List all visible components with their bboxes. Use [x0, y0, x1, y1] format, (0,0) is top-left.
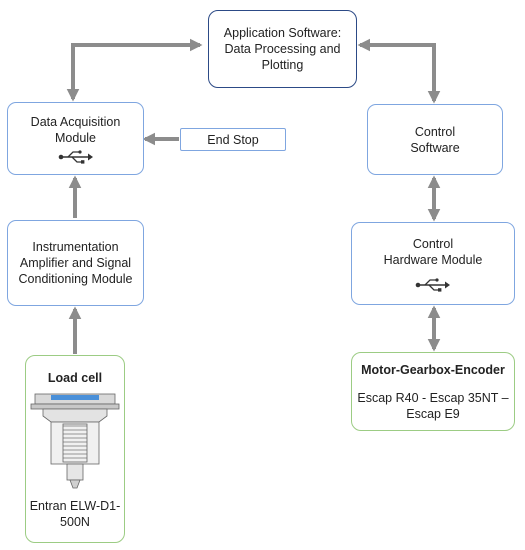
node-data-acquisition: Data Acquisition Module [7, 102, 144, 175]
app-software-line-2: Data Processing and [224, 42, 341, 56]
instrumentation-line-3: Conditioning Module [18, 272, 133, 286]
control-software-line-2: Software [410, 140, 460, 155]
motor-line-1: Escap R40 - Escap 35NT – [357, 390, 509, 405]
node-end-stop: End Stop [180, 128, 286, 151]
motor-title: Motor-Gearbox-Encoder [361, 362, 505, 377]
daq-line-2: Module [55, 130, 96, 145]
node-control-software: Control Software [367, 104, 503, 175]
node-application-software: Application Software: Data Processing an… [208, 10, 357, 88]
node-motor-gearbox-encoder: Motor-Gearbox-Encoder Escap R40 - Escap … [351, 352, 515, 431]
app-software-line-3: Plotting [261, 58, 304, 72]
control-hardware-line-2: Hardware Module [383, 252, 483, 267]
instrumentation-line-2: Amplifier and Signal [19, 256, 132, 270]
node-control-hardware: Control Hardware Module [351, 222, 515, 305]
motor-line-2: Escap E9 [406, 406, 460, 421]
load-cell-title: Load cell [47, 371, 103, 385]
daq-line-1: Data Acquisition [30, 114, 121, 129]
instrumentation-line-1: Instrumentation [32, 240, 119, 254]
arrow-app-to-control-software [357, 38, 441, 104]
node-instrumentation: Instrumentation Amplifier and Signal Con… [7, 220, 144, 306]
control-software-line-1: Control [414, 124, 456, 139]
usb-icon [58, 149, 93, 164]
load-cell-model-line-2: 500N [60, 515, 90, 529]
node-load-cell: Load cell Entran ELW-D1- 500N [25, 355, 125, 543]
app-software-line-1: Application Software: [223, 26, 342, 40]
control-hardware-line-1: Control [412, 236, 454, 251]
load-cell-model-line-1: Entran ELW-D1- [29, 499, 121, 513]
arrow-app-to-daq [66, 38, 203, 102]
usb-icon [415, 277, 450, 292]
end-stop-label: End Stop [207, 132, 259, 147]
load-cell-drawing-icon [30, 393, 120, 489]
